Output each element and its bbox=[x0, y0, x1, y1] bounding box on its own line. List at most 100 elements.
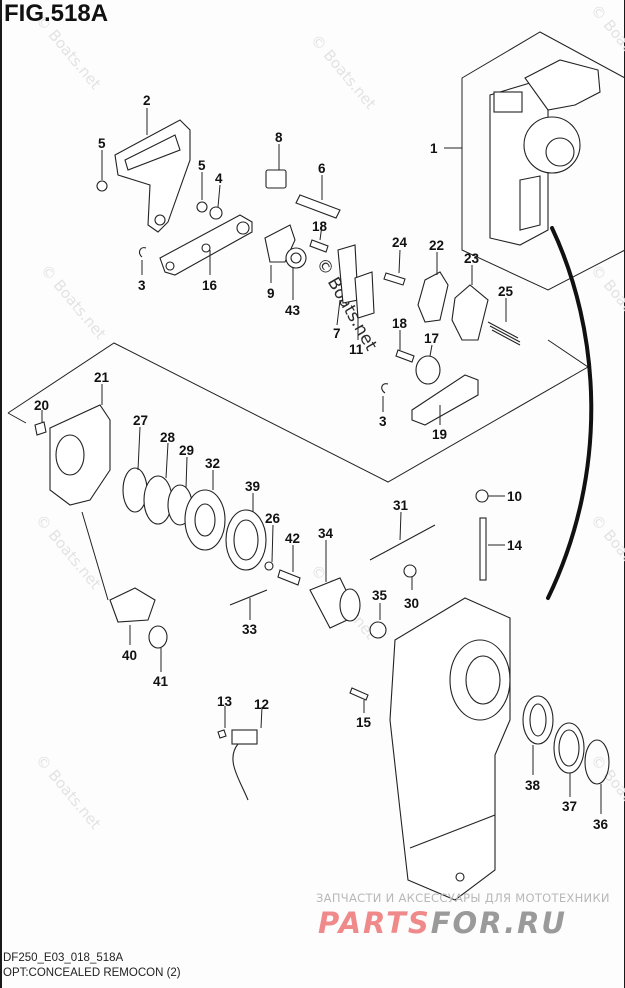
callout-37: 37 bbox=[562, 799, 577, 814]
callout-28: 28 bbox=[160, 430, 176, 445]
callout-27: 27 bbox=[133, 413, 148, 428]
part-3-e-ring-lower bbox=[381, 383, 389, 394]
part-8-switch bbox=[265, 169, 287, 189]
part-23-plate bbox=[451, 284, 489, 341]
leader-lines bbox=[41, 108, 602, 814]
callout-labels: 1 2 3 3 4 5 5 6 7 8 9 10 11 12 13 14 15 … bbox=[34, 93, 609, 832]
callout-8: 8 bbox=[275, 130, 283, 145]
callout-41: 41 bbox=[153, 674, 169, 689]
figure-code: DF250_E03_018_518A bbox=[3, 952, 124, 964]
callout-16: 16 bbox=[202, 278, 218, 293]
callout-25: 25 bbox=[498, 284, 514, 299]
part-18-bolt-upper bbox=[309, 239, 329, 253]
watermark: © Boats.net bbox=[587, 511, 625, 593]
figure-title: FIG.518A bbox=[4, 0, 109, 27]
watermark: © Boats.net bbox=[587, 261, 625, 343]
callout-5-right: 5 bbox=[198, 158, 206, 173]
callout-13: 13 bbox=[217, 694, 233, 709]
part-11-plate bbox=[354, 271, 375, 319]
callout-14: 14 bbox=[507, 538, 523, 553]
callout-3-lower: 3 bbox=[379, 414, 387, 429]
callout-23: 23 bbox=[464, 251, 480, 266]
callout-39: 39 bbox=[245, 479, 260, 494]
callout-9: 9 bbox=[267, 286, 275, 301]
part-1-remocon bbox=[489, 59, 601, 246]
part-17-washer bbox=[415, 355, 441, 385]
part-6-shaft bbox=[295, 194, 341, 219]
part-10-nut bbox=[475, 489, 489, 503]
callout-29: 29 bbox=[179, 443, 194, 458]
callout-12: 12 bbox=[254, 697, 269, 712]
part-26-ball bbox=[264, 561, 274, 571]
callout-40: 40 bbox=[122, 648, 137, 663]
watermark: © Boats.net bbox=[37, 261, 110, 343]
part-15-screw bbox=[349, 687, 369, 701]
callout-32: 32 bbox=[205, 456, 220, 471]
callout-30: 30 bbox=[404, 596, 419, 611]
figure-description: OPT:CONCEALED REMOCON (2) bbox=[3, 967, 181, 979]
callout-11: 11 bbox=[349, 342, 364, 357]
callout-3-upper: 3 bbox=[138, 278, 146, 293]
callout-43: 43 bbox=[285, 303, 301, 318]
main-housing bbox=[389, 597, 511, 901]
callout-36: 36 bbox=[593, 817, 609, 832]
callout-2: 2 bbox=[143, 93, 151, 108]
part-42-pin bbox=[277, 569, 301, 586]
callout-5-left: 5 bbox=[98, 136, 106, 151]
part-33-pin bbox=[229, 589, 268, 606]
callout-1: 1 bbox=[430, 141, 438, 156]
callout-26: 26 bbox=[265, 511, 281, 526]
part-3-e-ring-upper bbox=[138, 247, 147, 258]
watermark: © Boats.net bbox=[307, 31, 380, 113]
shop-tagline: ЗАПЧАСТИ И АКСЕССУАРЫ ДЛЯ МОТОТЕХНИКИ bbox=[316, 891, 610, 905]
callout-18-lower: 18 bbox=[392, 316, 408, 331]
part-19-link bbox=[411, 374, 479, 426]
callout-42: 42 bbox=[285, 531, 300, 546]
callout-15: 15 bbox=[356, 715, 372, 730]
part-41-nut bbox=[148, 625, 168, 649]
frame-corner bbox=[7, 412, 27, 424]
frame-remocon bbox=[461, 31, 625, 291]
callout-20: 20 bbox=[34, 398, 49, 413]
part-5-washer-left bbox=[96, 180, 108, 192]
callout-4: 4 bbox=[215, 171, 223, 186]
callout-7: 7 bbox=[333, 326, 341, 341]
part-14-stud bbox=[479, 517, 487, 581]
cable-curve bbox=[546, 226, 594, 600]
part-4-washer bbox=[209, 206, 223, 220]
callout-35: 35 bbox=[372, 588, 388, 603]
part-5-washer-right bbox=[196, 201, 208, 213]
callout-34: 34 bbox=[318, 526, 334, 541]
part-20-bolt bbox=[34, 421, 47, 436]
callout-6: 6 bbox=[318, 161, 326, 176]
part-40-holder bbox=[109, 587, 156, 623]
callout-38: 38 bbox=[525, 778, 541, 793]
callout-18-upper: 18 bbox=[312, 219, 328, 234]
part-2-bracket bbox=[114, 119, 191, 233]
part-13-screw bbox=[217, 729, 227, 739]
callout-10: 10 bbox=[507, 489, 522, 504]
part-36-circlip bbox=[584, 739, 610, 785]
part-18-bolt-lower bbox=[395, 349, 415, 363]
left-border bbox=[0, 0, 2, 988]
assembly-frames bbox=[7, 31, 625, 600]
part-27-spring bbox=[122, 467, 148, 513]
shop-logo-part2: FOR.RU bbox=[430, 906, 567, 940]
part-35-bush bbox=[369, 621, 387, 639]
callout-24: 24 bbox=[392, 235, 408, 250]
callout-19: 19 bbox=[432, 427, 447, 442]
callout-31: 31 bbox=[393, 498, 409, 513]
watermark: © Boats.net bbox=[32, 751, 105, 833]
part-22-plate bbox=[417, 271, 449, 323]
callout-22: 22 bbox=[429, 238, 444, 253]
callout-21: 21 bbox=[94, 370, 110, 385]
frame-upper-mechanism bbox=[7, 339, 589, 483]
shop-logo: PARTSFOR.RU bbox=[318, 906, 567, 940]
callout-33: 33 bbox=[242, 622, 258, 637]
part-16-lever bbox=[159, 214, 253, 276]
part-25-spring bbox=[487, 321, 521, 346]
shop-logo-part1: PARTS bbox=[318, 906, 431, 940]
part-24-screw bbox=[383, 272, 406, 286]
